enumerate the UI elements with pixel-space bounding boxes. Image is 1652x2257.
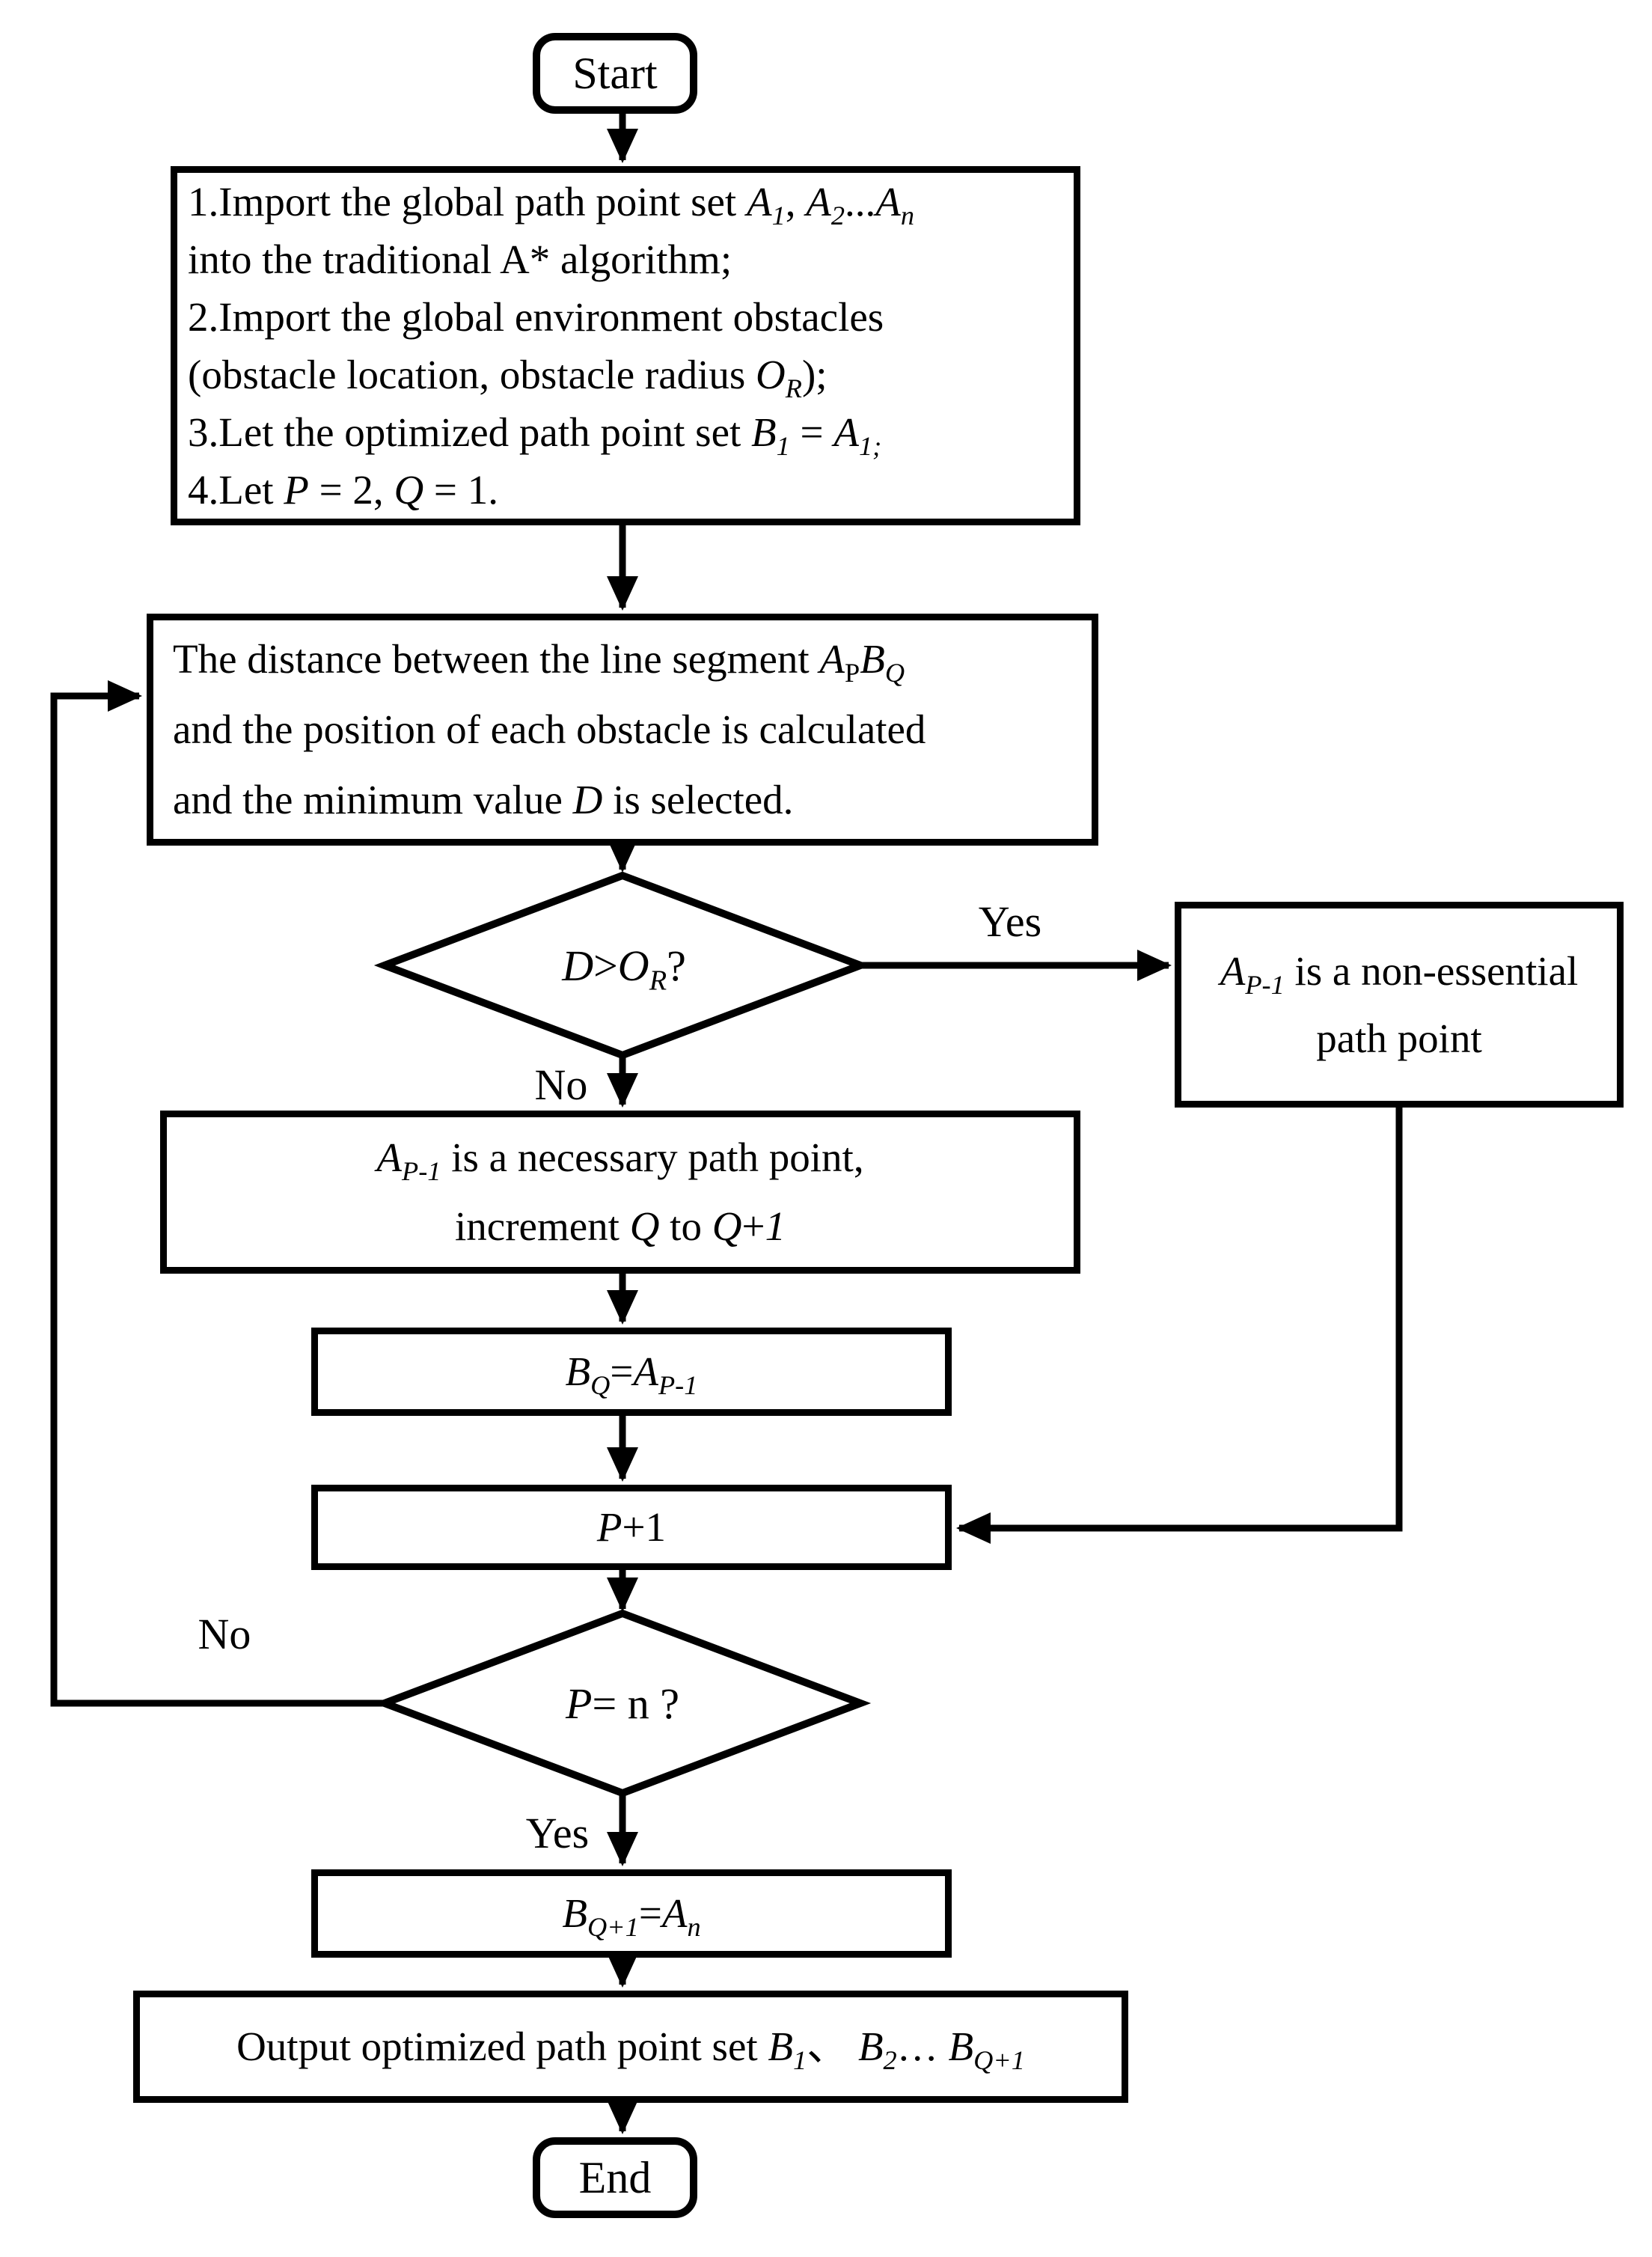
assign-bq1-node-text: BQ+1=An	[562, 1890, 701, 1943]
assign-bq-node: BQ=AP-1	[311, 1328, 952, 1416]
output-node: Output optimized path point set B1、 B2… …	[133, 1991, 1128, 2103]
distance-node-text: The distance between the line segment AP…	[173, 636, 926, 822]
edge-label-yes-p: Yes	[525, 1809, 590, 1857]
output-node-text: Output optimized path point set B1、 B2… …	[236, 2024, 1025, 2076]
edge-label-no-d: No	[534, 1060, 588, 1109]
necessary-node: AP-1 is a necessary path point,increment…	[160, 1111, 1080, 1274]
decision-d-label: D> OR ?	[562, 941, 686, 997]
edge-no-loop-to-distance	[50, 680, 385, 1707]
increment-p-node: P+1	[311, 1485, 952, 1570]
assign-bq1-node: BQ+1=An	[311, 1869, 952, 1958]
start-node: Start	[533, 33, 697, 114]
decision-p-shape	[373, 1609, 872, 1798]
decision-d-shape	[373, 871, 872, 1060]
edge-label-no-p: No	[198, 1610, 251, 1658]
edge-non-essential-to-increment-p	[956, 1108, 1403, 1544]
init-node: 1.Import the global path point set A1, A…	[171, 166, 1080, 525]
necessary-node-text: AP-1 is a necessary path point,increment…	[376, 1134, 864, 1249]
increment-p-node-text: P+1	[596, 1504, 667, 1551]
distance-node: The distance between the line segment AP…	[147, 614, 1098, 846]
decision-p-label: P= n ?	[566, 1679, 679, 1728]
init-node-text: 1.Import the global path point set A1, A…	[188, 179, 915, 513]
edge-label-yes-d: Yes	[978, 897, 1042, 946]
end-node: End	[533, 2137, 697, 2218]
assign-bq-node-text: BQ=AP-1	[565, 1349, 698, 1401]
